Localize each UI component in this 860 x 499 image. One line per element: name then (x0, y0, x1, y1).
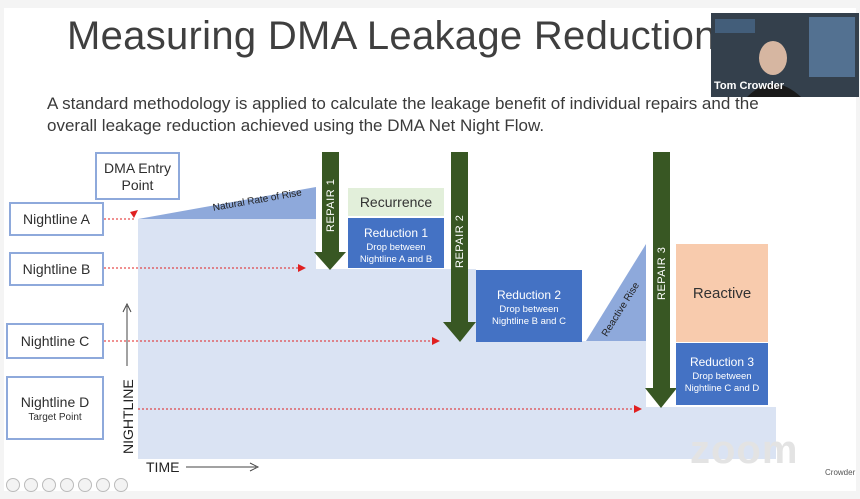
reduction-2-body-1: Drop between (499, 304, 559, 315)
reduction-2-box: Reduction 2 Drop between Nightline B and… (476, 270, 582, 342)
pen-icon[interactable] (42, 478, 56, 492)
reduction-1-body-1: Drop between (366, 242, 426, 253)
nightline-d-marker (634, 405, 642, 413)
dma-entry-point-box: DMA Entry Point (95, 152, 180, 200)
participant-name: Tom Crowder (714, 80, 785, 92)
zoom-in-icon[interactable] (78, 478, 92, 492)
nightline-c-box: Nightline C (6, 323, 104, 359)
repair-1-arrow (322, 152, 339, 254)
target-point-label: Target Point (28, 411, 82, 423)
repair-2-arrowhead (443, 322, 476, 342)
reduction-3-title: Reduction 3 (689, 355, 755, 369)
nightline-b-box: Nightline B (9, 252, 104, 286)
subtitles-icon[interactable] (96, 478, 110, 492)
grid-view-icon[interactable] (60, 478, 74, 492)
reactive-box: Reactive (676, 244, 768, 342)
presentation-toolbar (6, 478, 128, 494)
repair-1-label: REPAIR 1 (325, 178, 337, 232)
reduction-2-body-2: Nightline B and C (492, 316, 566, 327)
nightline-a-label: Nightline A (23, 211, 90, 227)
repair-2-label: REPAIR 2 (454, 214, 466, 268)
entry-line-2: Point (121, 177, 154, 193)
zoom-watermark: zoom (690, 428, 799, 472)
y-axis-label: NIGHTLINE (120, 379, 136, 454)
reduction-3-box: Reduction 3 Drop between Nightline C and… (676, 343, 768, 405)
reduction-1-body-2: Nightline A and B (359, 254, 433, 265)
reduction-3-body-2: Nightline C and D (684, 383, 760, 394)
slide-title: Measuring DMA Leakage Reduction (67, 14, 717, 58)
entry-marker (130, 210, 138, 218)
more-options-icon[interactable] (114, 478, 128, 492)
natural-rise-triangle (138, 187, 316, 219)
reactive-rise-triangle (586, 244, 646, 341)
nightline-c-panel (446, 341, 646, 459)
reduction-3-body-1: Drop between (692, 371, 752, 382)
repair-1-arrowhead (314, 252, 346, 270)
nightline-c-marker (432, 337, 440, 345)
nightline-d-label: Nightline D (20, 393, 90, 410)
reduction-2-title: Reduction 2 (496, 288, 562, 302)
repair-2-arrow (451, 152, 468, 324)
slide-intro-text: A standard methodology is applied to cal… (47, 94, 759, 135)
nightline-a-box: Nightline A (9, 202, 104, 236)
reduction-1-title: Reduction 1 (363, 226, 429, 240)
next-slide-icon[interactable] (24, 478, 38, 492)
participant-video[interactable] (711, 13, 859, 97)
nightline-b-panel (316, 269, 446, 459)
participant-avatar-icon (711, 13, 859, 97)
nightline-b-label: Nightline B (22, 261, 91, 277)
x-axis-label: TIME (146, 459, 180, 475)
entry-line-1: DMA Entry (104, 160, 171, 176)
nightline-b-marker (298, 264, 306, 272)
nightline-c-label: Nightline C (20, 333, 90, 349)
crowder-logo: Crowder (825, 468, 856, 477)
previous-slide-icon[interactable] (6, 478, 20, 492)
repair-3-arrowhead (645, 388, 677, 408)
nightline-d-box: Nightline D Target Point (6, 376, 104, 440)
repair-3-label: REPAIR 3 (656, 246, 668, 300)
recurrence-box: Recurrence (348, 188, 444, 216)
nightline-a-panel (138, 219, 316, 459)
nightline-d-panel (646, 407, 776, 459)
repair-3-arrow (653, 152, 670, 390)
reduction-1-box: Reduction 1 Drop between Nightline A and… (348, 218, 444, 268)
